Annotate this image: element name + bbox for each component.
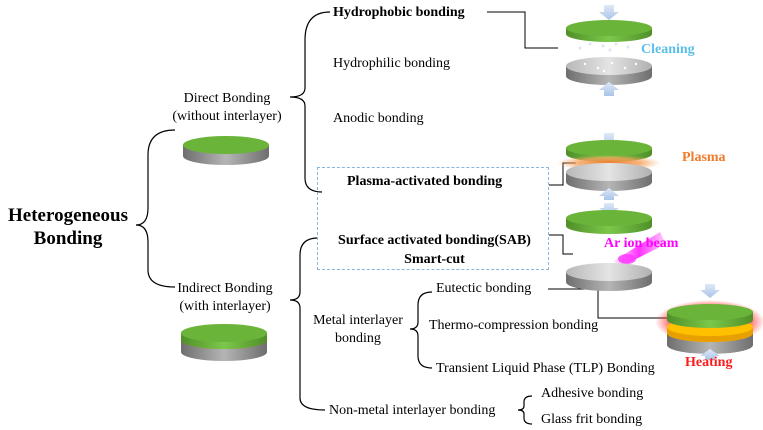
method-smart-cut: Smart-cut [404,252,465,267]
arrow-up-4 [700,349,720,360]
metal-interlayer-node: Metal interlayer bonding [298,312,418,348]
method-eutectic: Eutectic bonding [436,281,532,296]
brace-direct [289,11,331,193]
connector-hydrophobic [487,11,558,49]
method-adhesive: Adhesive bonding [541,386,644,401]
method-sab: Surface activated bonding(SAB) [338,233,531,248]
method-tlp: Transient Liquid Phase (TLP) Bonding [436,361,655,376]
brace-metal [409,291,433,369]
indirect-line2: (with interlayer) [179,299,271,314]
metal-line1: Metal interlayer [313,313,403,328]
plasma-illustration [557,133,661,200]
label-heating: Heating [685,355,733,370]
method-anodic: Anodic bonding [333,111,424,126]
label-ar-ion-beam: Ar ion beam [604,236,679,251]
direct-bonding-node: Direct Bonding (without interlayer) [162,90,292,126]
cleaning-droplets [578,42,630,52]
method-thermo-compression: Thermo-compression bonding [429,318,599,333]
method-hydrophobic: Hydrophobic bonding [333,5,465,20]
root-node: Heterogeneous Bonding [2,204,134,250]
label-cleaning: Cleaning [641,42,695,57]
arrow-down-4 [700,284,720,298]
direct-line1: Direct Bonding [183,91,271,106]
arrow-down-3 [599,203,619,215]
connector-sab [549,234,573,255]
arrow-up-1 [599,82,619,96]
dashed-highlight-box [317,167,549,270]
arrow-up-2 [599,188,619,200]
surface-dots [583,61,638,73]
connector-eutectic [548,288,668,319]
cleaning-illustration [566,5,652,96]
indirect-methods-group: Surface activated bonding(SAB) Smart-cut [322,231,547,269]
tree-braces [135,11,533,425]
brace-nonmetal [517,395,533,425]
method-plasma-activated: Plasma-activated bonding [347,174,503,189]
connector-lines [487,11,668,319]
brace-indirect [289,237,326,411]
metal-line2: bonding [335,331,381,346]
indirect-bonding-node: Indirect Bonding (with interlayer) [160,280,290,316]
method-hydrophilic: Hydrophilic bonding [333,56,451,71]
brace-root [135,129,176,288]
wafer-indirect [181,324,267,361]
arrow-down-1 [599,5,619,20]
root-line1: Heterogeneous [8,205,128,226]
root-line2: Bonding [33,228,103,249]
nonmetal-interlayer-node: Non-metal interlayer bonding [329,403,496,418]
method-glass-frit: Glass frit bonding [541,412,643,427]
indirect-line1: Indirect Bonding [177,281,273,296]
label-plasma: Plasma [682,150,726,165]
wafer-direct [183,136,269,165]
heating-illustration [655,284,763,360]
direct-line2: (without interlayer) [172,109,282,124]
ar-beam-illustration [566,203,666,291]
